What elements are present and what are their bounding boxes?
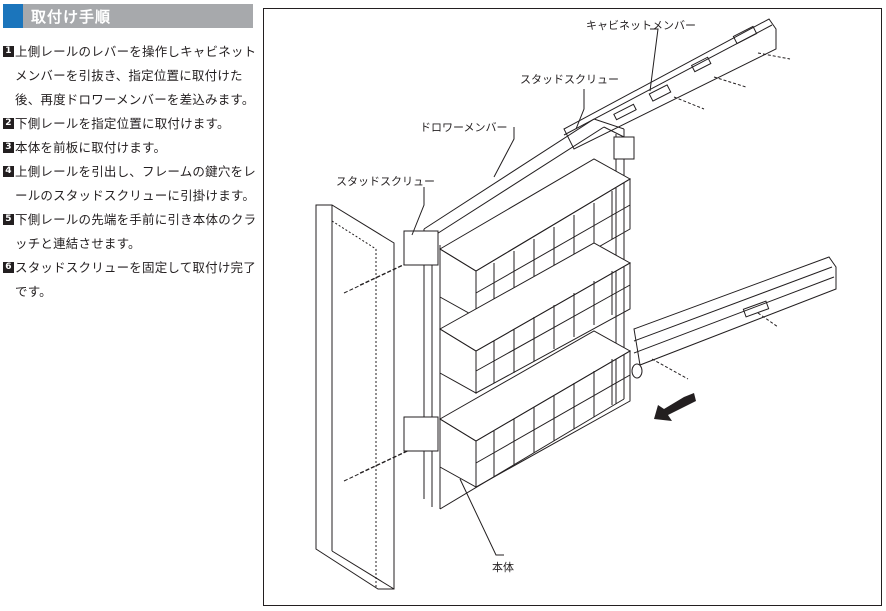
label-body: 本体 [492,561,514,574]
step-text: 上側レールのレバーを操作しキャビネットメンバーを引抜き、指定位置に取付けた後、再… [15,44,257,107]
wire-basket-bottom [439,330,632,488]
leader-lines [411,28,659,556]
step-text: スタッドスクリューを固定して取付け完了です。 [15,260,256,299]
step-number: 5 [3,214,14,225]
step-number: 4 [3,166,14,177]
step-number: 6 [3,262,14,273]
step-text: 上側レールを引出し、フレームの鍵穴をレールのスタッドスクリューに引掛けます。 [15,164,256,203]
step-text: 本体を前板に取付けます。 [15,140,167,155]
upper-rail [563,18,791,150]
step-item: 5 下側レールの先端を手前に引き本体のクラッチと連結させます。 [3,208,257,256]
screw-lines [343,254,425,482]
step-number: 2 [3,118,14,129]
step-list: 1 上側レールのレバーを操作しキャビネットメンバーを引抜き、指定位置に取付けた後… [3,40,257,304]
header-accent-block [3,4,23,28]
step-item: 1 上側レールのレバーを操作しキャビネットメンバーを引抜き、指定位置に取付けた後… [3,40,257,112]
section-header: 取付け手順 [3,4,253,28]
diagram-drawing [315,18,837,590]
label-cabinet-member: キャビネットメンバー [586,19,696,32]
lower-rail [631,256,837,380]
step-item: 3 本体を前板に取付けます。 [3,136,257,160]
label-stud-screw-upper: スタッドスクリュー [520,73,619,86]
step-number: 3 [3,142,14,153]
step-item: 6 スタッドスクリューを固定して取付け完了です。 [3,256,257,304]
installation-diagram: キャビネットメンバー スタッドスクリュー ドロワーメンバー スタッドスクリュー … [263,8,882,606]
label-drawer-member: ドロワーメンバー [420,121,508,134]
label-stud-screw-left: スタッドスクリュー [336,175,435,188]
wire-basket-middle [439,242,632,394]
pull-direction-arrow [654,393,696,421]
step-text: 下側レールを指定位置に取付けます。 [15,116,230,131]
front-panel [315,204,395,590]
step-item: 2 下側レールを指定位置に取付けます。 [3,112,257,136]
step-item: 4 上側レールを引出し、フレームの鍵穴をレールのスタッドスクリューに引掛けます。 [3,160,257,208]
section-title: 取付け手順 [31,7,112,26]
step-text: 下側レールの先端を手前に引き本体のクラッチと連結させます。 [15,212,257,251]
step-number: 1 [3,46,14,57]
